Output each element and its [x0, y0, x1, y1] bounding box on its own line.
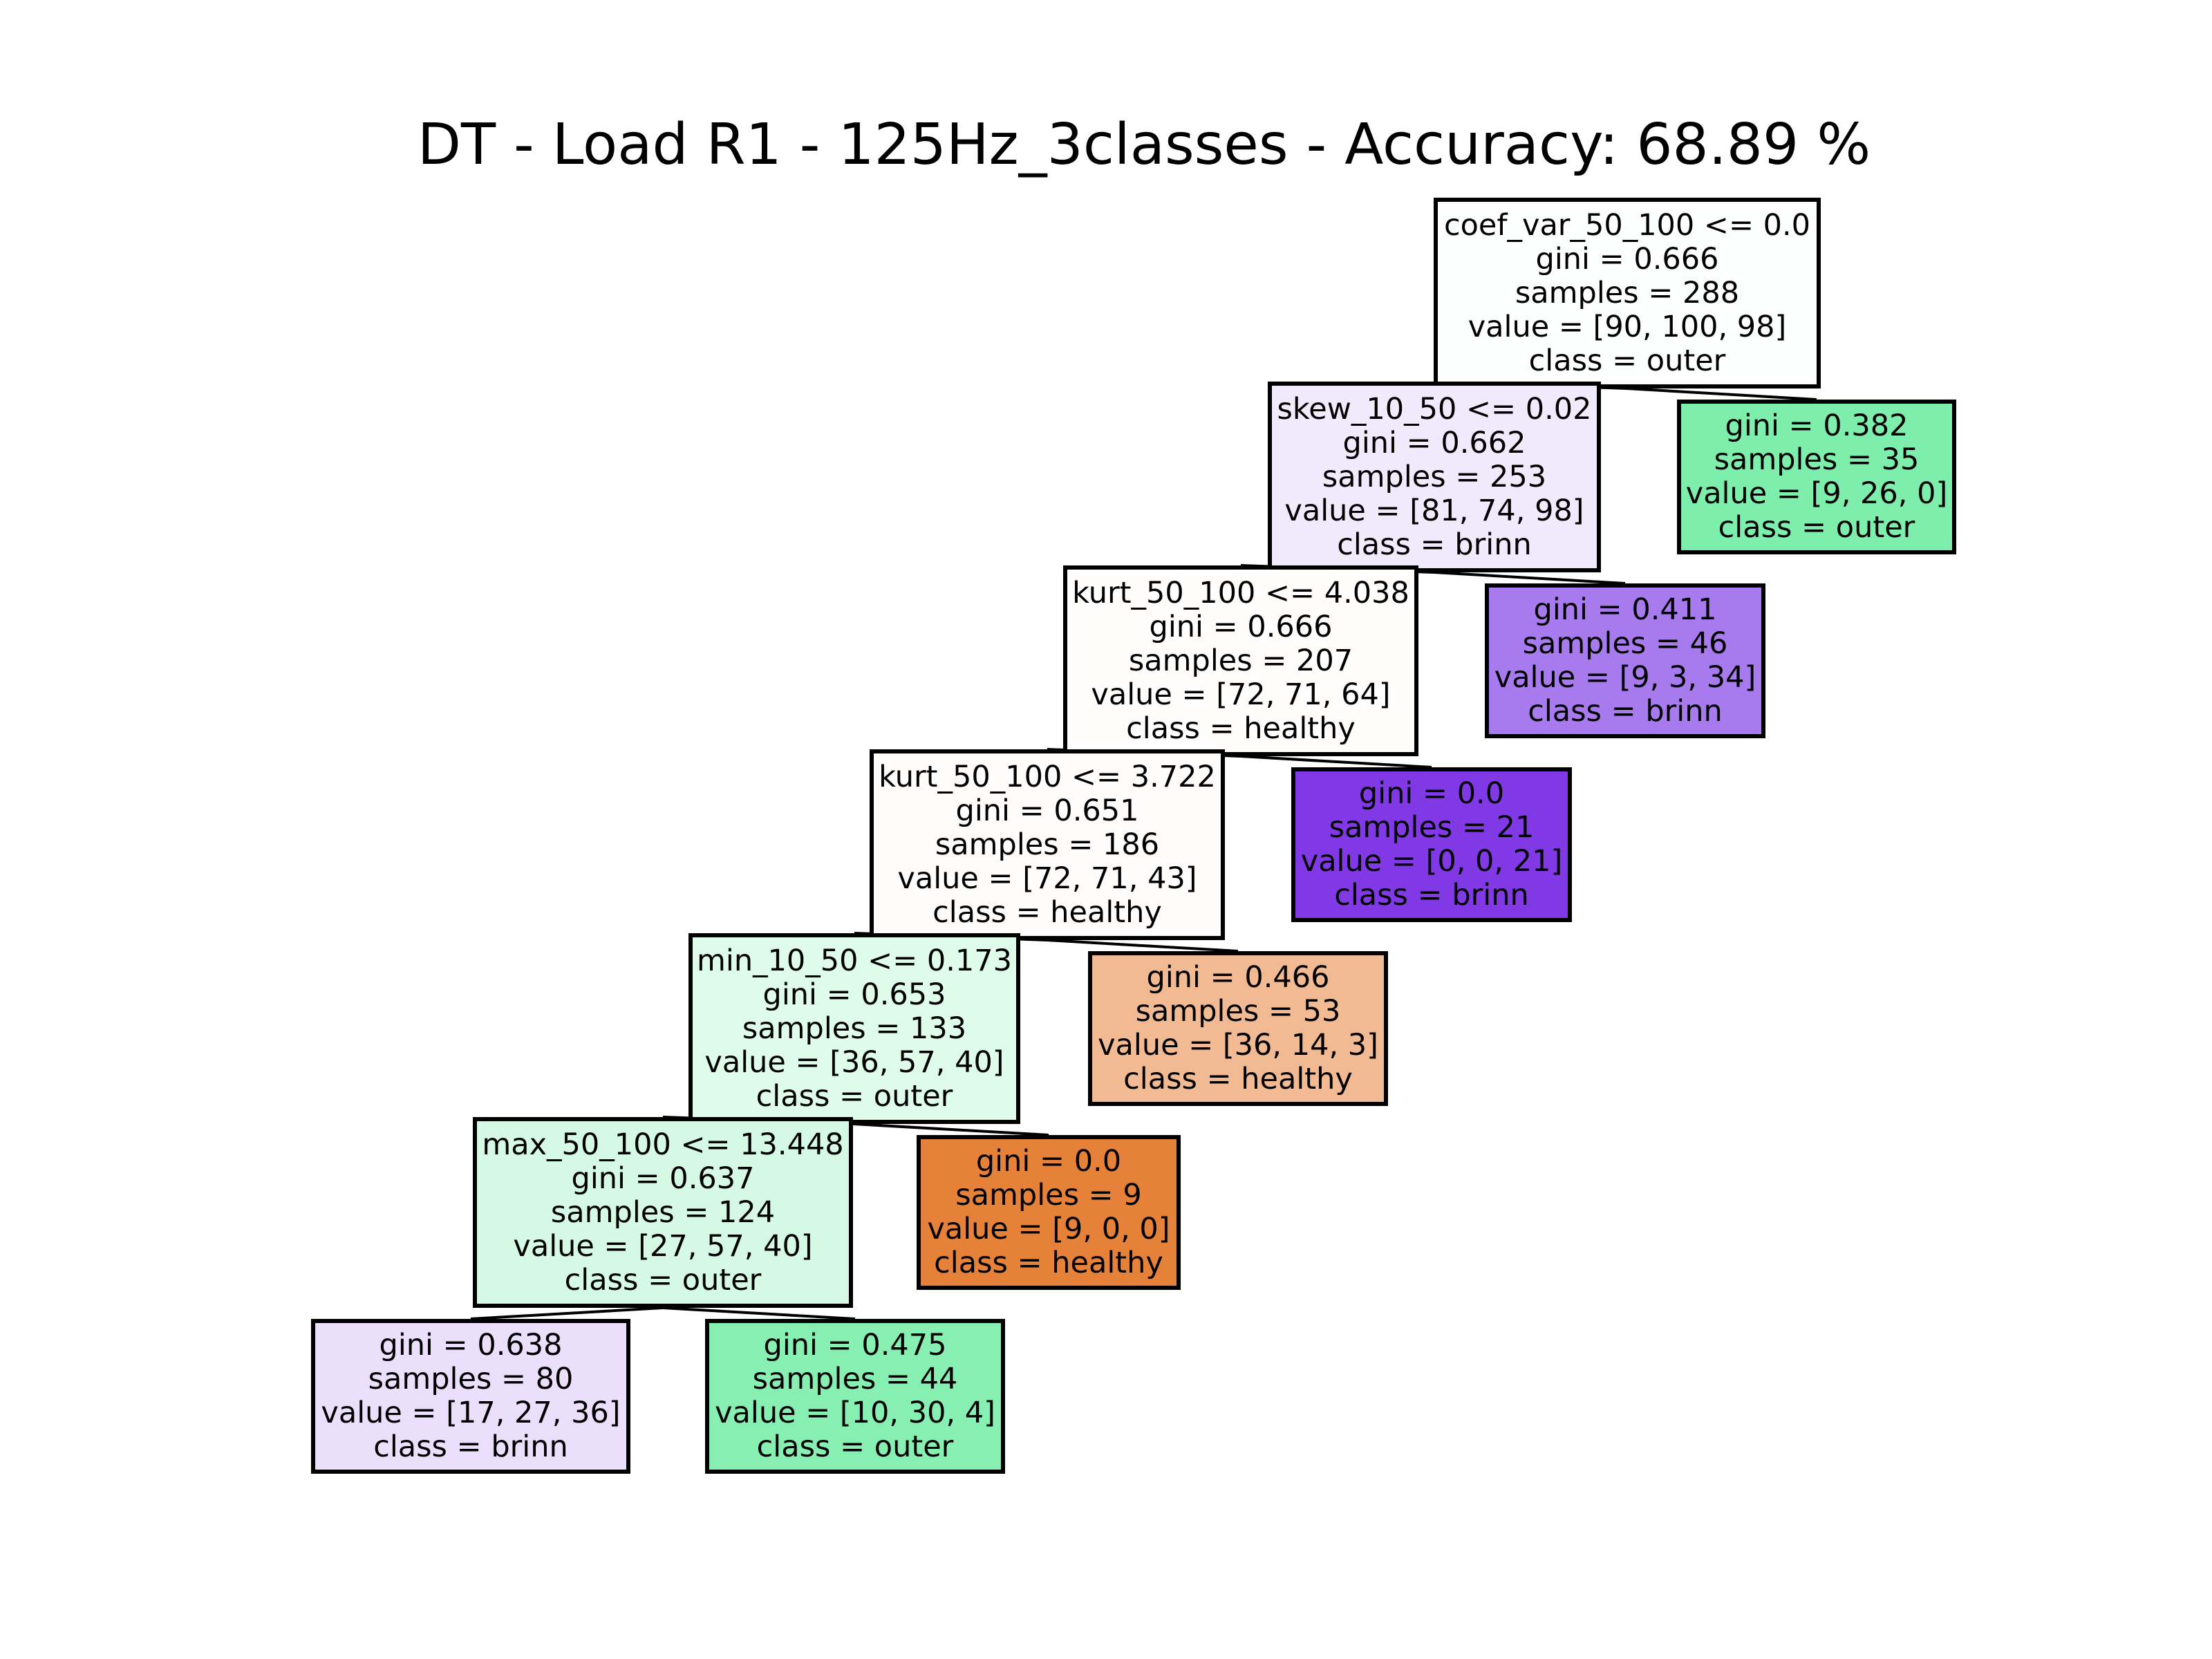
node-gini: gini = 0.0 [975, 1144, 1122, 1179]
node-gini: gini = 0.653 [762, 977, 946, 1012]
tree-node-max: max_50_100 <= 13.448 gini = 0.637 sample… [473, 1117, 853, 1308]
node-value: value = [90, 100, 98] [1468, 309, 1787, 344]
tree-edge [662, 1306, 856, 1320]
node-gini: gini = 0.382 [1725, 409, 1909, 443]
node-gini: gini = 0.466 [1146, 960, 1330, 995]
node-samples: samples = 21 [1329, 810, 1535, 845]
tree-node-min: min_10_50 <= 0.173 gini = 0.653 samples … [688, 933, 1020, 1124]
node-class: class = outer [1718, 510, 1915, 545]
tree-edge [1434, 571, 1626, 585]
node-samples: samples = 133 [742, 1011, 967, 1046]
tree-node-kurt-4038: kurt_50_100 <= 4.038 gini = 0.666 sample… [1063, 565, 1418, 756]
node-gini: gini = 0.411 [1533, 592, 1717, 627]
tree-edge [854, 1123, 1049, 1136]
node-value: value = [81, 74, 98] [1284, 493, 1584, 528]
node-gini: gini = 0.666 [1535, 241, 1719, 276]
tree-leaf: gini = 0.638 samples = 80 value = [17, 2… [311, 1319, 630, 1474]
node-gini: gini = 0.637 [571, 1161, 755, 1196]
node-gini: gini = 0.0 [1358, 776, 1505, 811]
node-class: class = healthy [934, 1246, 1163, 1280]
tree-node-kurt-3722: kurt_50_100 <= 3.722 gini = 0.651 sample… [870, 749, 1225, 940]
node-samples: samples = 186 [935, 827, 1160, 862]
node-class: class = brinn [1334, 878, 1529, 912]
node-samples: samples = 44 [752, 1362, 958, 1396]
node-value: value = [36, 57, 40] [704, 1044, 1004, 1080]
diagram-title: DT - Load R1 - 125Hz_3classes - Accuracy… [417, 112, 1871, 178]
node-samples: samples = 288 [1515, 275, 1740, 310]
node-class: class = healthy [1126, 711, 1356, 746]
node-class: class = brinn [1337, 527, 1532, 562]
node-gini: gini = 0.651 [955, 793, 1139, 828]
node-split: kurt_50_100 <= 3.722 [879, 759, 1216, 794]
node-gini: gini = 0.666 [1149, 609, 1333, 644]
tree-leaf: gini = 0.475 samples = 44 value = [10, 3… [705, 1319, 1005, 1474]
tree-node-root: coef_var_50_100 <= 0.0 gini = 0.666 samp… [1434, 198, 1821, 388]
node-gini: gini = 0.638 [379, 1328, 563, 1362]
tree-edge [1047, 939, 1239, 953]
node-class: class = outer [1528, 343, 1726, 378]
tree-edge [470, 1306, 664, 1320]
node-value: value = [72, 71, 43] [897, 861, 1197, 896]
node-class: class = outer [564, 1262, 762, 1297]
node-split: kurt_50_100 <= 4.038 [1072, 575, 1409, 610]
node-value: value = [72, 71, 64] [1091, 677, 1391, 712]
node-class: class = brinn [373, 1430, 568, 1464]
node-samples: samples = 53 [1135, 994, 1341, 1029]
tree-edge [1240, 755, 1432, 769]
tree-leaf: gini = 0.382 samples = 35 value = [9, 26… [1677, 400, 1956, 554]
node-value: value = [17, 27, 36] [321, 1396, 621, 1430]
node-value: value = [27, 57, 40] [513, 1228, 813, 1264]
node-class: class = outer [756, 1078, 953, 1114]
tree-edge [1627, 387, 1817, 401]
tree-leaf: gini = 0.466 samples = 53 value = [36, 1… [1088, 951, 1388, 1106]
node-samples: samples = 253 [1322, 459, 1547, 494]
node-value: value = [0, 0, 21] [1300, 844, 1563, 879]
tree-leaf: gini = 0.411 samples = 46 value = [9, 3,… [1485, 583, 1765, 738]
node-value: value = [9, 26, 0] [1685, 476, 1948, 511]
node-samples: samples = 46 [1522, 626, 1728, 661]
node-gini: gini = 0.662 [1342, 425, 1526, 460]
node-class: class = healthy [932, 894, 1162, 930]
tree-node-skew: skew_10_50 <= 0.02 gini = 0.662 samples … [1268, 382, 1601, 572]
tree-leaf: gini = 0.0 samples = 21 value = [0, 0, 2… [1291, 767, 1572, 922]
node-class: class = outer [756, 1430, 954, 1464]
node-class: class = brinn [1528, 694, 1723, 729]
node-samples: samples = 207 [1128, 643, 1353, 678]
node-samples: samples = 35 [1714, 442, 1920, 477]
node-class: class = healthy [1123, 1062, 1353, 1096]
node-split: skew_10_50 <= 0.02 [1277, 391, 1592, 427]
node-samples: samples = 124 [550, 1194, 776, 1230]
node-split: max_50_100 <= 13.448 [482, 1127, 844, 1162]
node-split: min_10_50 <= 0.173 [696, 943, 1012, 978]
node-samples: samples = 9 [955, 1178, 1142, 1212]
node-value: value = [10, 30, 4] [715, 1396, 995, 1430]
node-samples: samples = 80 [368, 1362, 574, 1396]
node-value: value = [9, 3, 34] [1494, 660, 1756, 695]
tree-leaf: gini = 0.0 samples = 9 value = [9, 0, 0]… [917, 1135, 1181, 1290]
node-value: value = [36, 14, 3] [1098, 1028, 1378, 1062]
node-gini: gini = 0.475 [763, 1328, 947, 1362]
node-value: value = [9, 0, 0] [927, 1212, 1170, 1246]
node-split: coef_var_50_100 <= 0.0 [1443, 207, 1811, 243]
